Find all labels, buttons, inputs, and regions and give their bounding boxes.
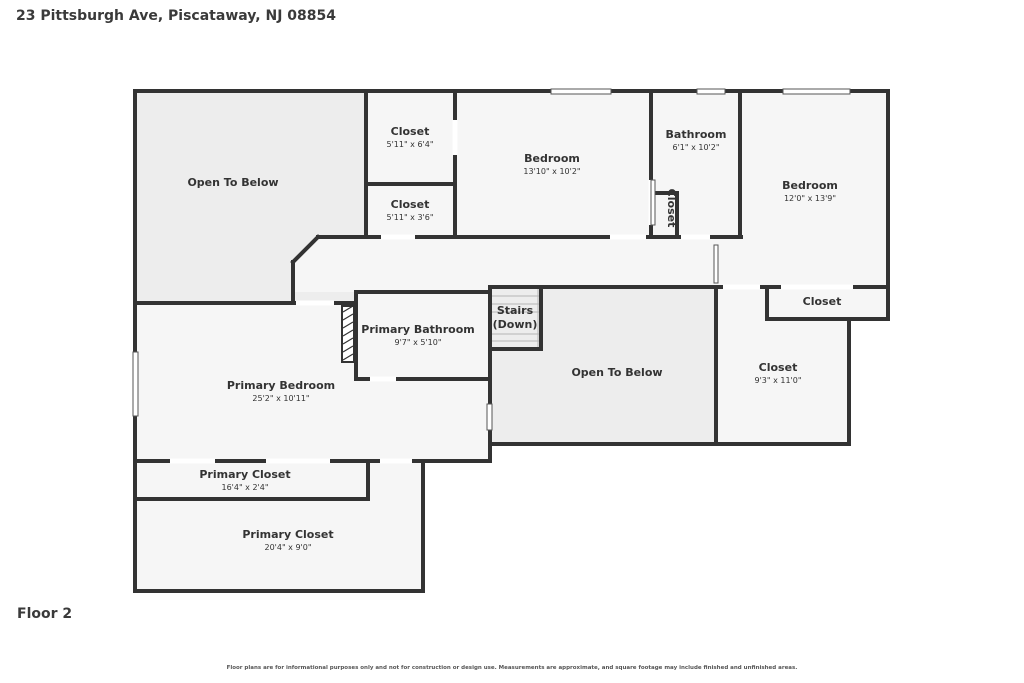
hallway-right-area <box>716 239 741 287</box>
bedroom-right-label: Bedroom <box>782 179 838 192</box>
primary-closet-small-area <box>137 462 367 498</box>
room-labels: Open To Below Closet 5'11" x 6'4" Closet… <box>187 125 841 552</box>
windows <box>132 88 851 431</box>
room-fills <box>137 93 886 590</box>
closet-top-1-dims: 5'11" x 6'4" <box>386 140 433 149</box>
bathroom-area <box>652 93 739 237</box>
primary-bathroom-dims: 9'7" x 5'10" <box>394 338 441 347</box>
stairs-down-label: (Down) <box>493 318 538 331</box>
closet-top-1-area <box>368 93 454 183</box>
primary-closet-large-dims: 20'4" x 9'0" <box>264 543 311 552</box>
hallway-area <box>293 239 716 292</box>
bedroom-center-area <box>456 93 650 237</box>
closet-top-2-area <box>368 185 454 237</box>
open-to-below-center-area <box>492 289 715 442</box>
closet-right-area <box>769 289 886 317</box>
open-to-below-left-label: Open To Below <box>187 176 278 189</box>
primary-bedroom-dims: 25'2" x 10'11" <box>252 394 309 403</box>
primary-closet-large-area <box>137 500 423 590</box>
primary-closet-large-label: Primary Closet <box>242 528 333 541</box>
closet-lower-right-label: Closet <box>759 361 798 374</box>
disclaimer: Floor plans are for informational purpos… <box>226 665 798 671</box>
primary-closet-small-label: Primary Closet <box>199 468 290 481</box>
primary-closet-connector-area <box>367 462 423 500</box>
closet-top-2-label: Closet <box>391 198 430 211</box>
primary-bedroom-label: Primary Bedroom <box>227 379 335 392</box>
bedroom-right-dims: 12'0" x 13'9" <box>784 194 836 203</box>
stairs-label: Stairs <box>497 304 534 317</box>
bathroom-dims: 6'1" x 10'2" <box>672 143 719 152</box>
floor-label: Floor 2 <box>17 606 73 622</box>
primary-bathroom-label: Primary Bathroom <box>361 323 474 336</box>
closet-small-vertical-label: Closet <box>665 189 678 228</box>
closet-top-1-label: Closet <box>391 125 430 138</box>
bedroom-center-label: Bedroom <box>524 152 580 165</box>
closet-lower-right-dims: 9'3" x 11'0" <box>754 376 801 385</box>
property-address: 23 Pittsburgh Ave, Piscataway, NJ 08854 <box>16 8 337 24</box>
primary-bathroom-area <box>358 294 488 378</box>
closet-top-2-dims: 5'11" x 3'6" <box>386 213 433 222</box>
stair-treads <box>492 289 539 347</box>
bedroom-center-dims: 13'10" x 10'2" <box>523 167 580 176</box>
open-to-below-center-label: Open To Below <box>571 366 662 379</box>
chimney-hatch <box>341 305 355 363</box>
primary-closet-small-dims: 16'4" x 2'4" <box>221 483 268 492</box>
bathroom-label: Bathroom <box>666 128 727 141</box>
closet-right-label: Closet <box>803 295 842 308</box>
bedroom-right-area <box>741 93 886 287</box>
